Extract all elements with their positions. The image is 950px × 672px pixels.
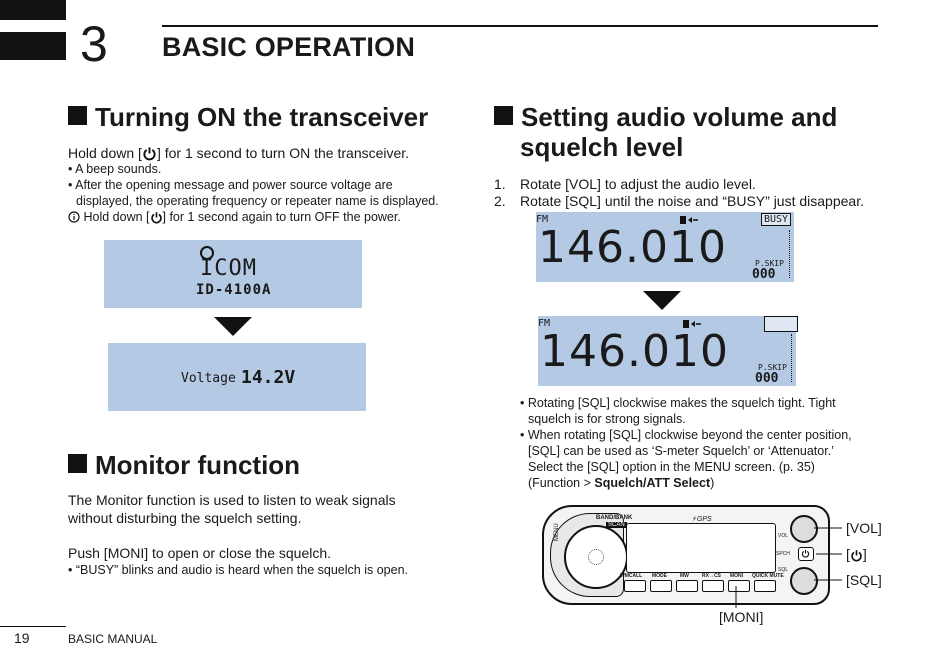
lcd-frequency: 146.010: [538, 222, 727, 273]
sql-knob[interactable]: [790, 567, 818, 595]
step-rotate-vol: Rotate [VOL] to adjust the audio level.: [520, 176, 756, 192]
monitor-desc-line1: The Monitor function is used to listen t…: [68, 492, 396, 508]
power-icon: [150, 212, 162, 224]
antenna-signal-icon: [683, 320, 701, 328]
radio-spch-label: SPCH: [776, 551, 790, 557]
arrow-down-icon: [214, 317, 252, 336]
moni-button[interactable]: [728, 580, 750, 592]
lcd-scale-bar: [789, 230, 793, 278]
lcd-pskip-label: P.SKIP: [758, 363, 787, 372]
vmcall-button[interactable]: [624, 580, 646, 592]
lcd-busy-indicator: BUSY: [761, 213, 792, 226]
square-bullet-icon: [68, 106, 87, 125]
quick-button[interactable]: [754, 580, 776, 592]
note-power-off: Hold down [] for 1 second again to turn …: [68, 209, 401, 225]
square-bullet-icon: [494, 106, 513, 125]
header-rule: [162, 25, 878, 27]
radio-moni-label: MONI: [730, 573, 744, 579]
lcd-opening-screen: ICOM ID-4100A: [104, 240, 362, 308]
footer-rule: [0, 626, 66, 627]
lcd-squelched-screen: FM 146.010 P.SKIP 000: [538, 316, 798, 386]
monitor-instruction: Push [MONI] to open or close the squelch…: [68, 545, 332, 561]
turning-on-instruction: Hold down [] for 1 second to turn ON the…: [68, 145, 410, 161]
callout-moni: [MONI]: [719, 609, 764, 625]
radio-mode-label: MODE: [652, 573, 667, 579]
radio-vmcall-label: V/MCALL: [620, 573, 643, 579]
lcd-icom-logo: ICOM: [200, 256, 257, 281]
radio-sql-label: SQL: [778, 567, 789, 573]
lcd-mode-label: FM: [536, 214, 549, 225]
radio-rxcs-label: RX→CS: [702, 573, 721, 579]
monitor-desc-line2: without disturbing the squelch setting.: [68, 510, 302, 526]
square-bullet-icon: [68, 454, 87, 473]
section-heading-turning-on: Turning ON the transceiver: [68, 102, 428, 133]
radio-scan-label: SCAN: [606, 522, 627, 528]
lcd-pskip-label: P.SKIP: [755, 259, 784, 268]
radio-band-bank-label: BAND/BANK: [596, 515, 633, 521]
lcd-busy-screen: FM BUSY 146.010 P.SKIP 000: [536, 212, 794, 282]
sql-bullet-tight-cont: squelch is for strong signals.: [528, 412, 686, 426]
radio-vol-label: VOL: [778, 533, 789, 539]
arrow-down-icon: [643, 291, 681, 310]
sql-bullet-tight: • Rotating [SQL] clockwise makes the squ…: [520, 396, 836, 410]
speaker-grille-icon: [588, 549, 604, 565]
lcd-model-name: ID-4100A: [196, 282, 272, 298]
chapter-title: BASIC OPERATION: [162, 32, 416, 62]
section-heading-audio: Setting audio volume and: [494, 102, 837, 133]
lcd-channel-number: 000: [752, 267, 776, 282]
callout-lines: [735, 527, 842, 608]
mw-button[interactable]: [676, 580, 698, 592]
lcd-busy-empty-box: [764, 316, 798, 332]
power-button[interactable]: [798, 547, 814, 561]
icom-logo-dot-icon: [200, 246, 214, 260]
radio-mw-label: MW: [680, 573, 689, 579]
radio-gps-label: ⚡GPS: [692, 516, 712, 523]
lcd-voltage-label: Voltage: [181, 371, 236, 386]
step-number: 1.: [494, 176, 506, 192]
bullet-beep: • A beep sounds.: [68, 162, 162, 176]
step-number: 2.: [494, 193, 506, 209]
sql-bullet-center: • When rotating [SQL] clockwise beyond t…: [520, 428, 852, 442]
mode-button[interactable]: [650, 580, 672, 592]
chapter-tab-bar: [0, 0, 66, 20]
radio-display: [626, 523, 776, 573]
page-number: 19: [14, 630, 30, 646]
lcd-frequency: 146.010: [540, 326, 729, 377]
rxcs-button[interactable]: [702, 580, 724, 592]
bullet-opening-message-cont: displayed, the operating frequency or re…: [76, 194, 439, 208]
sql-bullet-menu-path: (Function > Squelch/ATT Select): [528, 476, 715, 490]
sql-bullet-center-cont: [SQL] can be used as ‘S-meter Squelch’ o…: [528, 444, 834, 458]
section-heading-monitor: Monitor function: [68, 450, 300, 481]
lcd-scale-bar: [791, 334, 795, 382]
radio-quick-label: QUICK MUTE: [752, 573, 784, 579]
sql-bullet-menu: Select the [SQL] option in the MENU scre…: [528, 460, 815, 474]
callout-sql: [SQL]: [846, 572, 882, 588]
lcd-channel-number: 000: [755, 371, 779, 386]
lcd-voltage-value: 14.2V: [241, 367, 296, 388]
step-rotate-sql: Rotate [SQL] until the noise and “BUSY” …: [520, 193, 864, 209]
power-icon: [143, 147, 156, 161]
info-icon: [68, 211, 80, 223]
callout-power: []: [846, 546, 867, 562]
power-icon: [801, 549, 810, 558]
radio-front-panel: MENU BAND/BANK SCAN ⚡GPS VOL SPCH SQL V/…: [542, 505, 830, 605]
chapter-tab-bar: [0, 32, 66, 60]
chapter-number: 3: [80, 16, 108, 72]
lcd-voltage-screen: Voltage 14.2V: [108, 343, 366, 411]
footer-manual-title: BASIC MANUAL: [68, 632, 158, 646]
callout-vol: [VOL]: [846, 520, 882, 536]
lcd-mode-label: FM: [538, 318, 551, 329]
section-heading-audio-cont: squelch level: [520, 132, 684, 162]
vol-knob[interactable]: [790, 515, 818, 543]
bullet-opening-message: • After the opening message and power so…: [68, 178, 393, 192]
monitor-bullet: • “BUSY” blinks and audio is heard when …: [68, 563, 408, 577]
antenna-signal-icon: [680, 216, 698, 224]
power-icon: [851, 550, 862, 562]
